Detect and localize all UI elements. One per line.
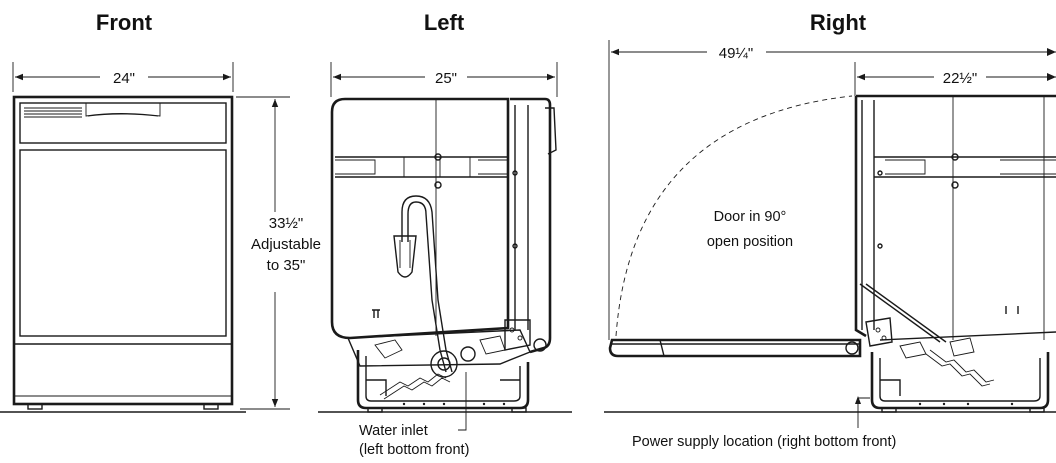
left-depth-dimension: 25" — [330, 62, 558, 97]
front-view: Front 24" — [12, 10, 321, 410]
front-vent-slits — [24, 107, 82, 118]
water-inlet-location-label: (left bottom front) — [359, 442, 469, 458]
left-base — [346, 329, 531, 413]
right-cabinet-depth-dimension: 22½" — [854, 62, 1056, 96]
door-swing-arc — [615, 95, 853, 337]
front-width-dimension: 24" — [12, 62, 234, 92]
power-supply-callout: Power supply location (right bottom fron… — [632, 396, 896, 450]
left-view-title: Left — [424, 10, 465, 35]
open-depth-label: 49¼" — [719, 45, 754, 62]
door-position-detail-label: open position — [707, 234, 793, 250]
right-view-title: Right — [810, 10, 867, 35]
front-height-label: 33½" — [269, 215, 304, 232]
right-tub — [854, 94, 1056, 340]
door-position-label: Door in 90° — [714, 209, 787, 225]
front-height-dimension: 33½" Adjustable to 35" — [236, 96, 321, 410]
left-tub — [330, 97, 510, 340]
power-supply-label: Power supply location (right bottom fron… — [632, 434, 896, 450]
front-height-max-label: to 35" — [267, 257, 306, 274]
right-view: Right 49¼" 22½" Door in 90° open positio… — [604, 10, 1056, 450]
right-open-door — [608, 338, 862, 358]
left-door — [504, 97, 557, 354]
left-view: Left 25" — [330, 10, 558, 458]
water-inlet-label: Water inlet — [359, 423, 428, 439]
cabinet-depth-label: 22½" — [943, 70, 978, 87]
front-view-title: Front — [96, 10, 153, 35]
right-base — [859, 283, 1056, 413]
front-width-label: 24" — [113, 70, 135, 87]
front-cabinet — [12, 95, 234, 410]
water-inlet-callout: Water inlet (left bottom front) — [359, 372, 469, 458]
right-open-depth-dimension: 49¼" — [608, 40, 1056, 340]
front-height-adjustable-label: Adjustable — [251, 236, 321, 253]
left-water-hose — [393, 195, 453, 373]
left-depth-label: 25" — [435, 70, 457, 87]
